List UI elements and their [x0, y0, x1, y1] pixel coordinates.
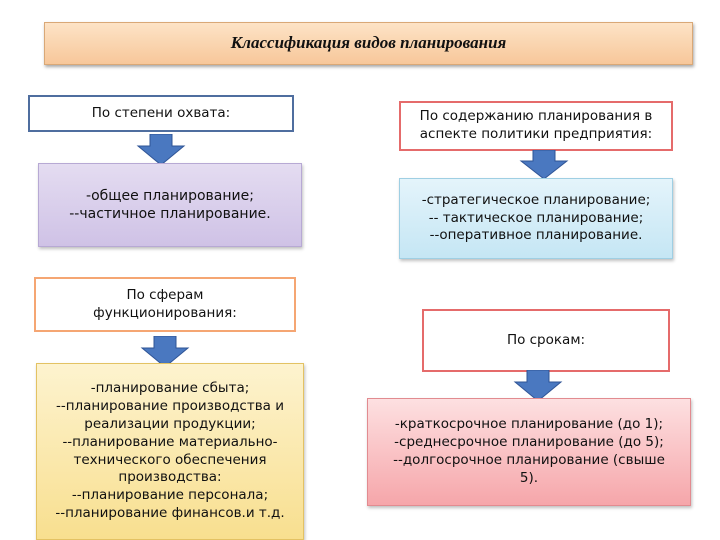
terms-header: По срокам:: [422, 309, 670, 372]
content-items: -стратегическое планирование; -- тактиче…: [399, 178, 673, 259]
diagram-title: Классификация видов планирования: [44, 22, 693, 65]
spheres-header: По сферам функционирования:: [34, 277, 296, 332]
coverage-header: По степени охвата:: [28, 95, 294, 132]
arrow-down-icon: [513, 370, 563, 402]
content-header: По содержанию планирования в аспекте пол…: [399, 101, 673, 151]
coverage-items: -общее планирование; --частичное планиро…: [38, 163, 302, 247]
arrow-down-icon: [519, 150, 569, 180]
terms-items: -краткосрочное планирование (до 1); -сре…: [367, 398, 691, 506]
arrow-down-icon: [136, 134, 186, 166]
arrow-down-icon: [140, 336, 190, 368]
spheres-items: -планирование сбыта; --планирование прои…: [36, 363, 304, 540]
